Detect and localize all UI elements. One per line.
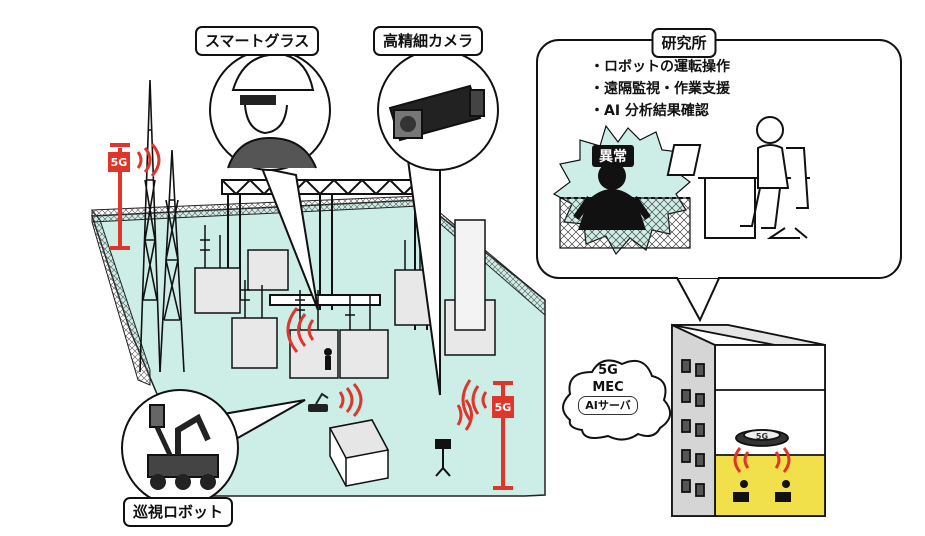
- transmission-tower: [139, 79, 185, 373]
- smart-glass-bubble: [209, 49, 331, 311]
- signal-waves: [286, 307, 473, 431]
- 5g-antenna-right: [461, 379, 514, 490]
- anomaly-label: 異常: [592, 145, 634, 167]
- anomaly-burst: [552, 124, 691, 256]
- transformer-equipment: [194, 219, 496, 379]
- smart-glass-label: スマートグラス: [195, 26, 320, 56]
- field-worker: [324, 348, 332, 370]
- mec-text: MEC: [592, 380, 624, 395]
- field-camera: [435, 439, 451, 477]
- patrol-robot-label: 巡視ロボット: [123, 497, 234, 527]
- mec-server-label: 5G MEC AIサーバ: [562, 362, 654, 415]
- patrol-robot-bubble: [121, 389, 306, 507]
- mec-building: [671, 323, 826, 517]
- control-building: [328, 419, 390, 487]
- 5g-tag-right: 5G: [495, 401, 512, 414]
- lab-task-list: ロボットの運転操作 遠隔監視・作業支援 AI 分析結果確認: [590, 56, 730, 122]
- mec-5g-text: 5G: [598, 363, 618, 378]
- hd-camera-label: 高精細カメラ: [373, 26, 484, 56]
- field-robot: [308, 392, 329, 412]
- lab-task-item: 遠隔監視・作業支援: [590, 78, 730, 100]
- lab-operator: [666, 116, 810, 239]
- 5g-antenna-left: [108, 143, 161, 250]
- 5g-tag-left: 5G: [111, 156, 128, 169]
- hd-camera-bubble: [377, 49, 499, 396]
- lab-task-item: ロボットの運転操作: [590, 56, 730, 78]
- ai-server-text: AIサーバ: [578, 396, 638, 415]
- 5g-tag-server: 5G: [756, 432, 768, 441]
- lab-label: 研究所: [651, 28, 717, 58]
- lab-task-item: AI 分析結果確認: [590, 100, 730, 122]
